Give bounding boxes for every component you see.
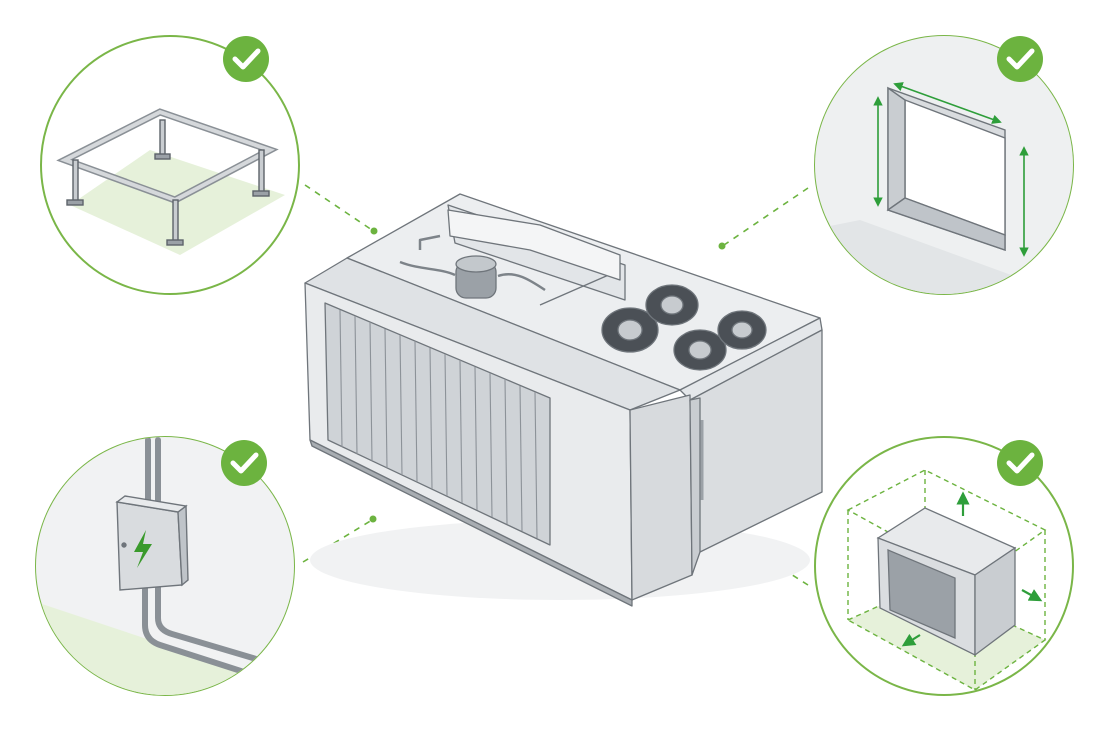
condenser-coil-grille (324, 302, 551, 546)
condenser-fans (601, 284, 767, 371)
electrical-box-icon (115, 495, 189, 591)
check-badge-icon (997, 36, 1043, 82)
callout-support-frame (40, 35, 300, 295)
conduit-pipes (142, 437, 294, 693)
compressor (455, 255, 497, 299)
unit-base-rail (309, 439, 633, 607)
callout-wall-opening (814, 35, 1074, 295)
callout-service-clearance (814, 436, 1074, 696)
refrigerant-pipes (399, 234, 546, 292)
lightning-bolt-icon (134, 530, 152, 568)
clearance-arrows (901, 491, 1043, 647)
control-box (447, 209, 621, 281)
connector-top-left (304, 184, 373, 231)
unit-side-panel (629, 394, 693, 601)
connector-top-right (723, 187, 809, 246)
callout-electrical-supply (35, 436, 295, 696)
support-frame-icon (56, 108, 279, 246)
coil-fins (339, 309, 538, 539)
check-badge-icon (223, 36, 269, 82)
wall-opening-icon (886, 86, 1006, 251)
check-badge-icon (221, 440, 267, 486)
check-badge-icon (997, 440, 1043, 486)
dimension-lines (873, 82, 1029, 257)
condensing-unit (304, 193, 823, 607)
floor-area (36, 600, 294, 695)
outdoor-unit-icon (876, 507, 1017, 657)
